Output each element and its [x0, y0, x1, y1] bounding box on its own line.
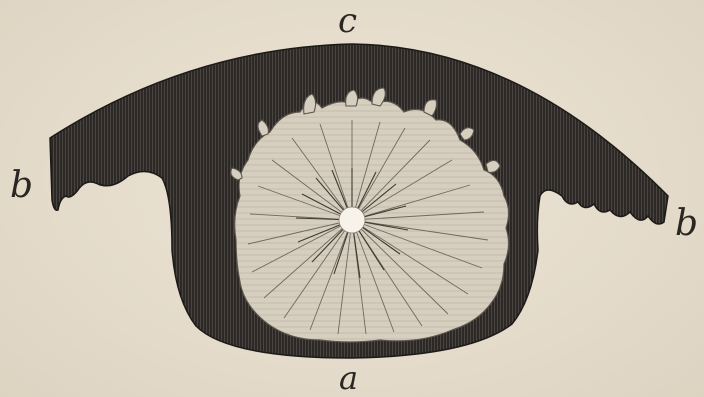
label-c: c	[338, 4, 357, 38]
label-a: a	[339, 362, 358, 394]
label-b-left: b	[10, 168, 33, 204]
label-b-right: b	[675, 206, 698, 242]
central-spot	[339, 207, 365, 233]
